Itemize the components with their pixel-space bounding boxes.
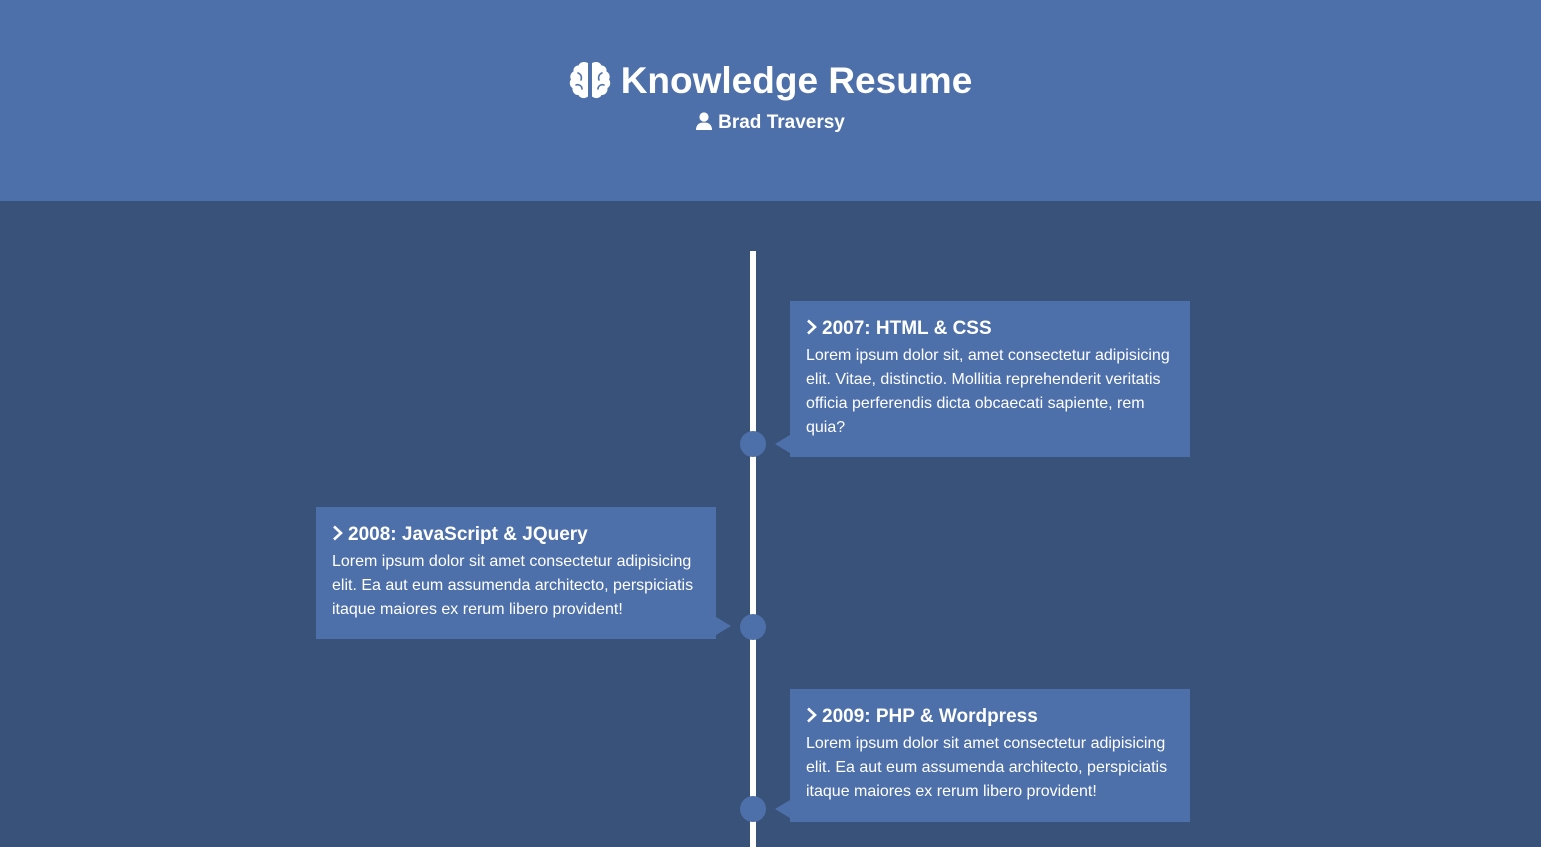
- timeline-dot: [740, 614, 766, 640]
- card-pointer: [775, 435, 790, 453]
- user-icon: [696, 112, 713, 137]
- timeline-item-title: 2009: PHP & Wordpress: [806, 706, 1174, 729]
- site-title: Knowledge Resume: [620, 60, 973, 101]
- timeline-item-2007: 2007: HTML & CSS Lorem ipsum dolor sit, …: [790, 301, 1190, 457]
- timeline-item-title: 2008: JavaScript & JQuery: [332, 524, 700, 547]
- timeline-item-2008: 2008: JavaScript & JQuery Lorem ipsum do…: [316, 507, 716, 639]
- timeline-line: [750, 251, 756, 847]
- timeline-item-text: Lorem ipsum dolor sit, amet consectetur …: [806, 347, 1170, 436]
- author-line: Brad Traversy: [0, 111, 1541, 137]
- page-title-row: Knowledge Resume: [0, 59, 1541, 109]
- card-pointer: [775, 800, 790, 818]
- chevron-right-icon: [806, 319, 817, 341]
- author-name: Brad Traversy: [718, 112, 845, 133]
- timeline-dot: [740, 796, 766, 822]
- timeline-item-2009: 2009: PHP & Wordpress Lorem ipsum dolor …: [790, 689, 1190, 822]
- timeline-item-title-text: 2007: HTML & CSS: [822, 318, 992, 339]
- page-header: Knowledge Resume Brad Traversy: [0, 0, 1541, 201]
- chevron-right-icon: [806, 707, 817, 729]
- brain-icon: [569, 61, 611, 109]
- card-pointer: [716, 617, 731, 635]
- timeline-item-title-text: 2008: JavaScript & JQuery: [348, 524, 588, 545]
- timeline-dot: [740, 431, 766, 457]
- timeline-item-title: 2007: HTML & CSS: [806, 318, 1174, 341]
- chevron-right-icon: [332, 525, 343, 547]
- timeline-item-title-text: 2009: PHP & Wordpress: [822, 706, 1038, 727]
- timeline-item-text: Lorem ipsum dolor sit amet consectetur a…: [332, 553, 694, 618]
- timeline-item-text: Lorem ipsum dolor sit amet consectetur a…: [806, 735, 1168, 800]
